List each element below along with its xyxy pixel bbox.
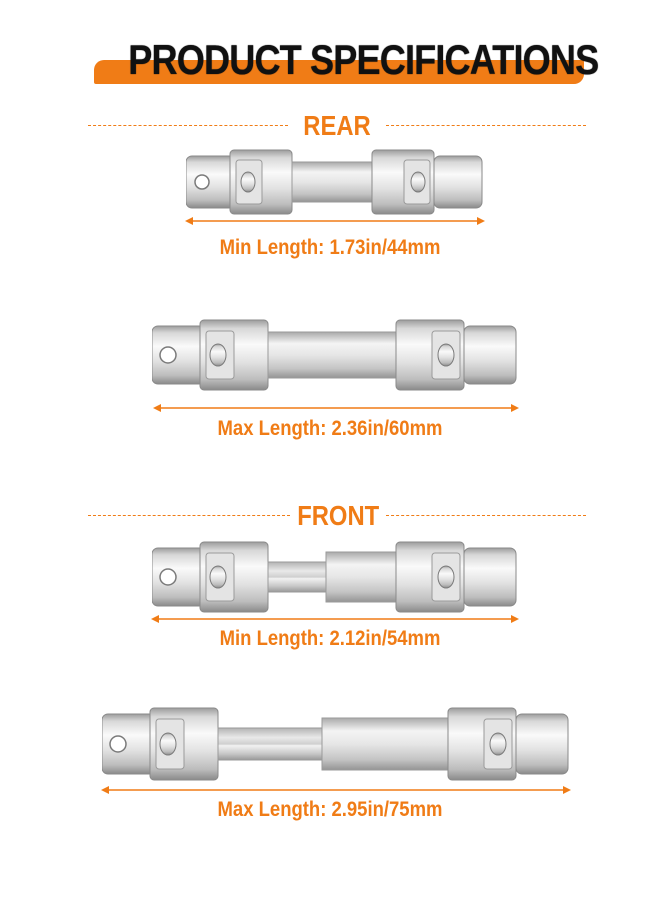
- title-banner: PRODUCT SPECIFICATIONS: [94, 34, 599, 86]
- double-headed-arrow-icon: [184, 216, 486, 226]
- section-label-front: FRONT: [297, 500, 380, 531]
- drive-shaft-front-max: [102, 707, 569, 781]
- dashed-rule-left: [88, 515, 290, 516]
- drive-shaft-front-min: [152, 541, 517, 613]
- section-label-rear: REAR: [303, 110, 371, 141]
- section-header-front: FRONT: [88, 499, 586, 533]
- dashed-rule-left: [88, 125, 288, 126]
- caption-front-max-length: Max Length: 2.95in/75mm: [217, 798, 443, 821]
- caption-front-min-length: Min Length: 2.12in/54mm: [219, 627, 441, 650]
- page-title: PRODUCT SPECIFICATIONS: [128, 36, 599, 83]
- title-underline-bar: [94, 60, 584, 84]
- double-headed-arrow-icon: [100, 785, 572, 795]
- caption-rear-max-length: Max Length: 2.36in/60mm: [217, 417, 443, 440]
- drive-shaft-rear-min: [186, 149, 483, 215]
- section-header-rear: REAR: [88, 109, 586, 143]
- dashed-rule-right: [386, 125, 586, 126]
- caption-rear-min-length: Min Length: 1.73in/44mm: [219, 236, 441, 259]
- drive-shaft-rear-max: [152, 319, 517, 391]
- dashed-rule-right: [386, 515, 586, 516]
- double-headed-arrow-icon: [150, 614, 520, 624]
- double-headed-arrow-icon: [152, 403, 520, 413]
